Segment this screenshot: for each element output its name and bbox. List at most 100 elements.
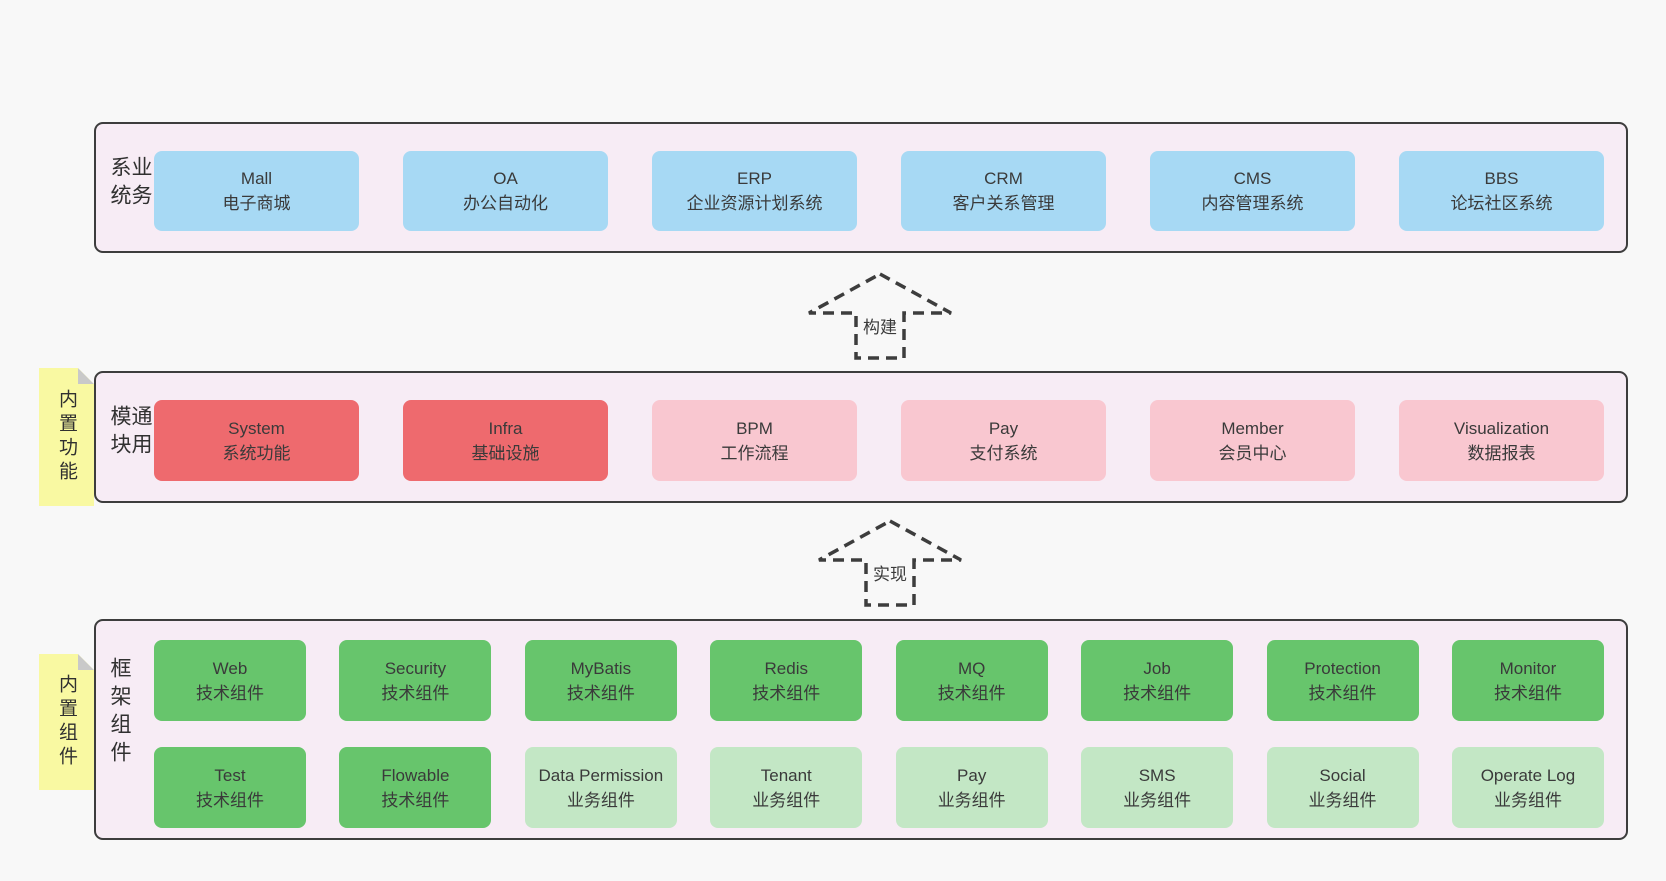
band-label-business-systems: 业务系统 [108, 155, 152, 212]
box-data-permission: Data Permission 业务组件 [524, 747, 677, 828]
box-title: Job [1143, 658, 1171, 678]
box-title: System [228, 418, 285, 438]
box-title: CRM [984, 169, 1023, 188]
box-subtitle: 内容管理系统 [1201, 194, 1304, 213]
box-operate-log: Operate Log 业务组件 [1451, 747, 1604, 828]
box-crm: CRM 客户关系管理 [901, 151, 1106, 231]
arrow-build: 构建 [805, 272, 955, 360]
box-subtitle: 技术组件 [752, 683, 821, 703]
box-title: Infra [488, 418, 523, 438]
box-subtitle: 技术组件 [937, 683, 1006, 703]
box-subtitle: 会员中心 [1218, 443, 1287, 463]
box-title: Tenant [760, 765, 812, 785]
box-subtitle: 业务组件 [1308, 790, 1377, 810]
box-title: Pay [957, 765, 987, 785]
box-cms: CMS 内容管理系统 [1150, 151, 1355, 231]
box-subtitle: 支付系统 [969, 443, 1038, 463]
box-title: Protection [1304, 658, 1381, 678]
box-subtitle: 办公自动化 [463, 194, 548, 213]
box-subtitle: 系统功能 [222, 443, 291, 463]
box-oa: OA 办公自动化 [403, 151, 608, 231]
box-title: Visualization [1453, 418, 1550, 438]
box-mall: Mall 电子商城 [154, 151, 359, 231]
box-bbs: BBS 论坛社区系统 [1399, 151, 1604, 231]
box-title: Member [1221, 418, 1284, 438]
box-subtitle: 技术组件 [381, 790, 450, 810]
box-title: CMS [1233, 169, 1272, 188]
box-title: Flowable [381, 765, 450, 785]
box-subtitle: 论坛社区系统 [1450, 194, 1553, 213]
box-title: Data Permission [538, 765, 664, 785]
box-title: Social [1319, 765, 1366, 785]
band-label-framework-components: 框架组件 [108, 657, 131, 769]
box-subtitle: 技术组件 [381, 683, 450, 703]
box-web: Web 技术组件 [154, 640, 306, 721]
box-title: BPM [736, 418, 773, 438]
box-subtitle: 技术组件 [196, 790, 264, 810]
box-redis: Redis 技术组件 [710, 640, 863, 721]
box-title: Security [384, 658, 447, 678]
band-label-common-modules: 通用模块 [108, 405, 152, 461]
business-box-row: Mall 电子商城 OA 办公自动化 ERP 企业资源计划系统 CRM 客户关系… [154, 151, 1604, 231]
sticky-note-label: 内置组件 [56, 674, 77, 770]
box-subtitle: 客户关系管理 [952, 194, 1055, 213]
box-title: Web [212, 658, 248, 678]
box-pay: Pay 支付系统 [901, 400, 1106, 481]
box-subtitle: 技术组件 [1308, 683, 1377, 703]
box-subtitle: 业务组件 [752, 790, 821, 810]
box-social: Social 业务组件 [1266, 747, 1419, 828]
modules-box-row: System 系统功能 Infra 基础设施 BPM 工作流程 Pay 支付系统… [154, 400, 1604, 481]
sticky-note-builtin-features: 内置功能 [39, 368, 94, 506]
box-subtitle: 技术组件 [1493, 683, 1562, 703]
box-title: SMS [1138, 765, 1176, 785]
sticky-note-label: 内置功能 [56, 389, 77, 485]
box-title: MyBatis [570, 658, 632, 678]
sticky-note-builtin-components: 内置组件 [39, 654, 94, 790]
box-title: BBS [1484, 169, 1519, 188]
box-subtitle: 技术组件 [196, 683, 264, 703]
box-title: Test [214, 765, 246, 785]
box-subtitle: 电子商城 [222, 194, 291, 213]
arrow-label-build: 构建 [860, 312, 900, 339]
band-business-systems: 业务系统 Mall 电子商城 OA 办公自动化 ERP 企业资源计划系统 CRM… [94, 122, 1628, 253]
arrow-label-implement: 实现 [870, 559, 910, 586]
box-subtitle: 技术组件 [1123, 683, 1192, 703]
box-title: Mall [240, 169, 273, 188]
box-system: System 系统功能 [154, 400, 359, 481]
box-title: Operate Log [1480, 765, 1576, 785]
box-subtitle: 业务组件 [1493, 790, 1562, 810]
box-sms: SMS 业务组件 [1081, 747, 1234, 828]
box-pay-component: Pay 业务组件 [895, 747, 1048, 828]
box-bpm: BPM 工作流程 [652, 400, 857, 481]
box-security: Security 技术组件 [339, 640, 492, 721]
framework-box-row-1: Web 技术组件 Security 技术组件 MyBatis 技术组件 Redi… [154, 640, 1604, 721]
box-subtitle: 业务组件 [1123, 790, 1192, 810]
band-common-modules: 通用模块 System 系统功能 Infra 基础设施 BPM 工作流程 Pay… [94, 371, 1628, 503]
box-subtitle: 基础设施 [471, 443, 540, 463]
box-subtitle: 业务组件 [566, 790, 635, 810]
box-subtitle: 业务组件 [937, 790, 1006, 810]
framework-box-row-2: Test 技术组件 Flowable 技术组件 Data Permission … [154, 747, 1604, 828]
box-title: MQ [957, 658, 986, 678]
box-subtitle: 企业资源计划系统 [686, 194, 823, 213]
box-title: OA [493, 169, 518, 188]
box-flowable: Flowable 技术组件 [339, 747, 492, 828]
box-infra: Infra 基础设施 [403, 400, 608, 481]
box-mq: MQ 技术组件 [895, 640, 1048, 721]
box-job: Job 技术组件 [1081, 640, 1234, 721]
box-title: Monitor [1499, 658, 1557, 678]
box-mybatis: MyBatis 技术组件 [524, 640, 677, 721]
box-tenant: Tenant 业务组件 [710, 747, 863, 828]
box-subtitle: 数据报表 [1467, 443, 1536, 463]
box-title: Pay [988, 418, 1019, 438]
box-subtitle: 工作流程 [720, 443, 789, 463]
box-monitor: Monitor 技术组件 [1451, 640, 1604, 721]
box-erp: ERP 企业资源计划系统 [652, 151, 857, 231]
box-member: Member 会员中心 [1150, 400, 1355, 481]
box-protection: Protection 技术组件 [1266, 640, 1419, 721]
arrow-implement: 实现 [815, 519, 965, 607]
box-subtitle: 技术组件 [566, 683, 635, 703]
box-test: Test 技术组件 [154, 747, 306, 828]
box-title: ERP [737, 169, 772, 188]
